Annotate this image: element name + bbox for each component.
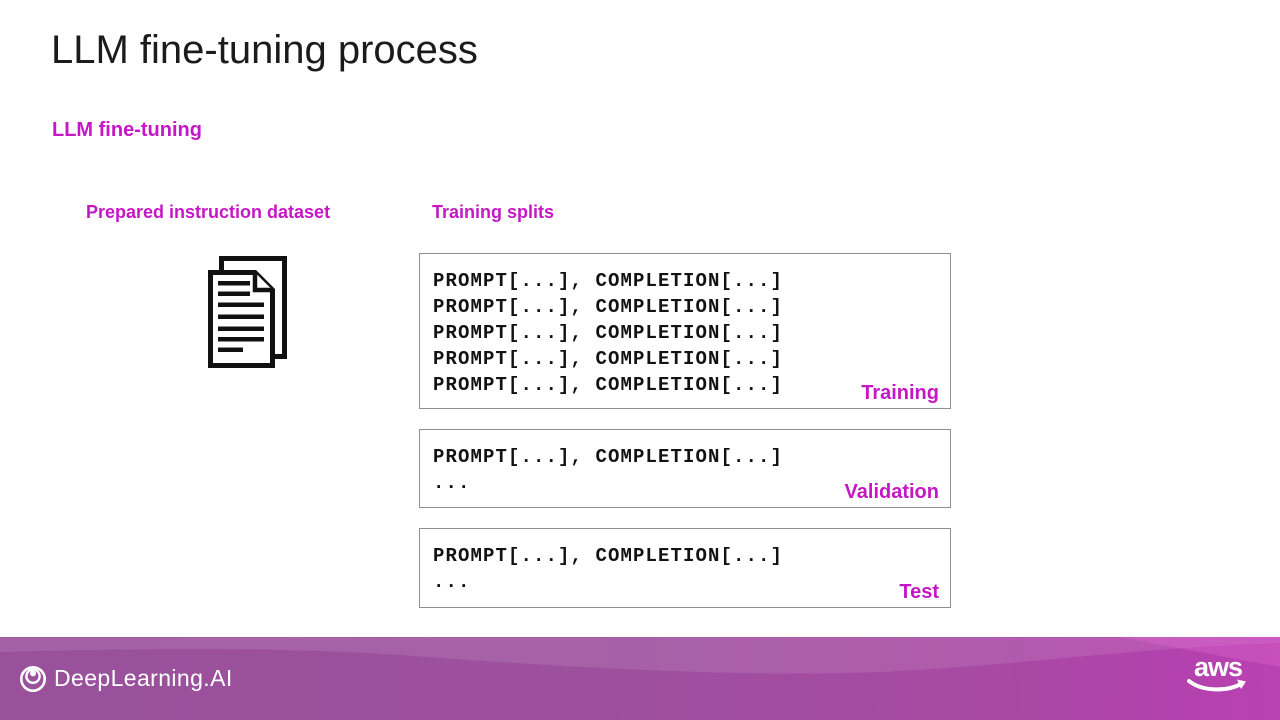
code-line: PROMPT[...], COMPLETION[...] (433, 270, 784, 292)
code-line: PROMPT[...], COMPLETION[...] (433, 322, 784, 344)
slide-subtitle: LLM fine-tuning (52, 119, 202, 141)
test-split-box: PROMPT[...], COMPLETION[...]... Test (419, 528, 951, 608)
training-label: Training (861, 382, 939, 404)
aws-logo: aws (1186, 654, 1250, 704)
code-line: PROMPT[...], COMPLETION[...] (433, 374, 784, 396)
document-pages-icon (204, 252, 292, 375)
test-code-lines: PROMPT[...], COMPLETION[...]... (433, 543, 783, 595)
validation-label: Validation (844, 481, 939, 503)
code-line: PROMPT[...], COMPLETION[...] (433, 348, 784, 370)
aws-logo-text: aws (1193, 652, 1243, 682)
footer-wave-decoration (0, 637, 1280, 674)
splits-heading: Training splits (432, 202, 555, 222)
code-line: PROMPT[...], COMPLETION[...] (433, 296, 784, 318)
test-label: Test (899, 581, 939, 603)
dataset-heading: Prepared instruction dataset (86, 202, 331, 222)
validation-code-lines: PROMPT[...], COMPLETION[...]... (433, 444, 783, 496)
validation-split-box: PROMPT[...], COMPLETION[...]... Validati… (419, 429, 951, 508)
code-line: PROMPT[...], COMPLETION[...] (433, 446, 784, 468)
code-line: ... (433, 472, 471, 494)
code-line: PROMPT[...], COMPLETION[...] (433, 545, 784, 567)
deeplearning-ai-rings-icon (20, 665, 46, 692)
deeplearning-brand: DeepLearning.AI (19, 637, 233, 720)
deeplearning-brand-name: DeepLearning.AI (54, 665, 233, 691)
training-split-box: PROMPT[...], COMPLETION[...] PROMPT[...],… (419, 253, 951, 409)
training-code-lines: PROMPT[...], COMPLETION[...] PROMPT[...],… (433, 268, 783, 398)
page-title: LLM fine-tuning process (51, 28, 478, 72)
aws-smile-swoosh-icon (1187, 679, 1246, 692)
code-line: ... (433, 571, 471, 593)
footer-bar: DeepLearning.AI aws (0, 637, 1280, 720)
